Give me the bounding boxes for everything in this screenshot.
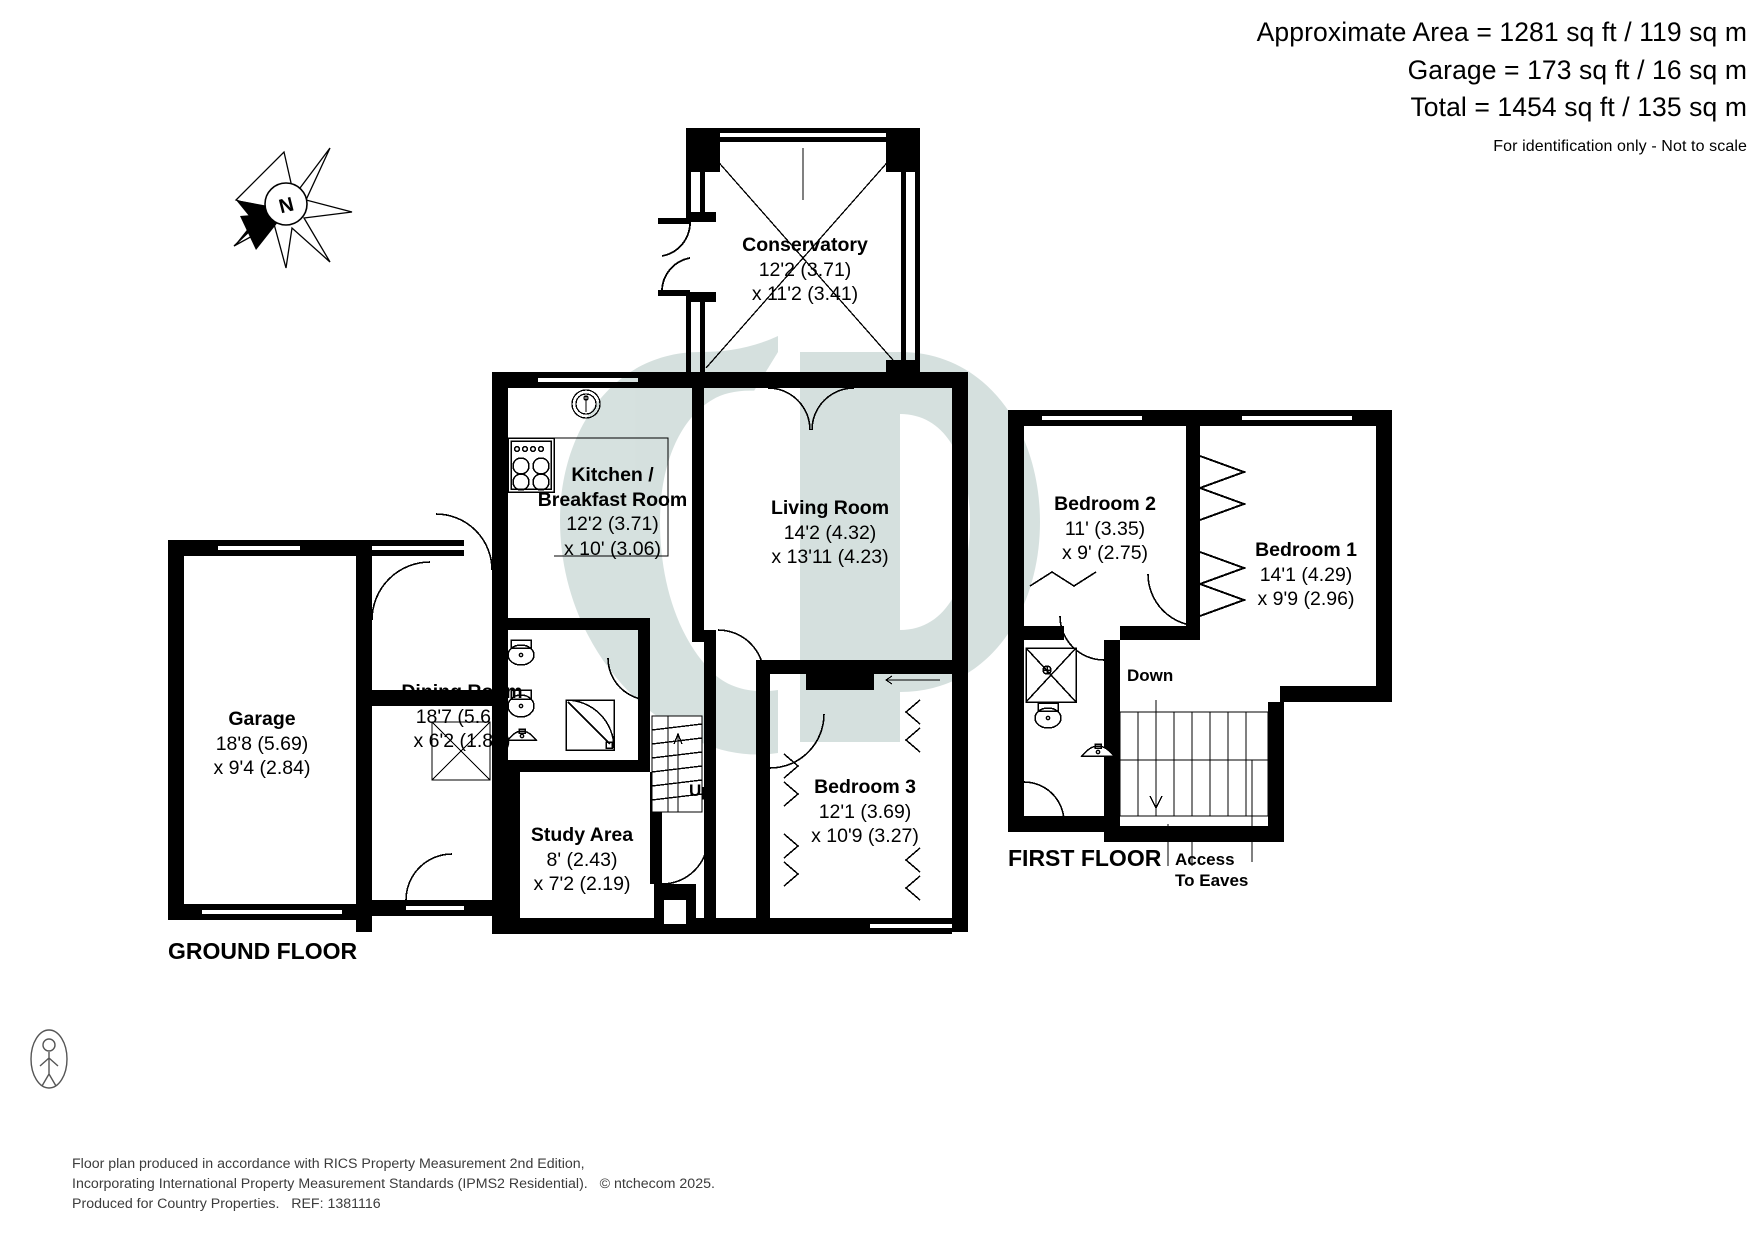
room-name: Study Area (530, 824, 634, 846)
room-label-study-area: Study Area 8' (2.43) x 7'2 (2.19) (458, 823, 706, 897)
footer-line-3: Produced for Country Properties. REF: 13… (72, 1196, 381, 1213)
room-dim-1: 18'8 (5.69) (215, 732, 309, 755)
room-name: Bedroom 3 (814, 776, 916, 798)
room-name: Garage (228, 708, 296, 730)
stairs-up-label: Up (689, 781, 712, 800)
room-dim-2: x 11'2 (3.41) (751, 283, 859, 306)
area-summary: Approximate Area = 1281 sq ft / 119 sq m… (1257, 14, 1747, 159)
room-dim-1: 12'2 (3.71) (758, 258, 852, 281)
total-area-text: Total = 1454 sq ft / 135 sq m (1410, 92, 1747, 123)
stairs-down-label: Down (1127, 666, 1174, 685)
first-floor-label: FIRST FLOOR (1008, 845, 1162, 871)
room-dim-2: x 9'4 (2.84) (213, 757, 311, 780)
disclaimer-text: For identification only - Not to scale (1493, 137, 1747, 155)
room-label-bedroom-3: Bedroom 3 12'1 (3.69) x 10'9 (3.27) (745, 775, 985, 849)
ground-floor-label: GROUND FLOOR (168, 938, 358, 964)
room-dim-1: 8' (2.43) (546, 848, 618, 871)
room-dim-2: x 13'11 (4.23) (771, 546, 889, 569)
room-label-garage: Garage 18'8 (5.69) x 9'4 (2.84) (152, 707, 372, 781)
room-dim-2: x 6'2 (1.87) (413, 730, 511, 753)
room-name: Kitchen / (571, 464, 654, 486)
garage-area-text: Garage = 173 sq ft / 16 sq m (1407, 54, 1747, 85)
accessibility-person-icon (30, 1029, 68, 1089)
access-to-eaves-line2: To Eaves (1175, 871, 1249, 891)
room-name: Conservatory (742, 234, 868, 256)
svg-text:N: N (277, 194, 296, 219)
room-dim-2: x 7'2 (2.19) (533, 873, 631, 896)
room-label-conservatory: Conservatory 12'2 (3.71) x 11'2 (3.41) (680, 233, 930, 307)
room-label-kitchen: Kitchen / Breakfast Room 12'2 (3.71) x 1… (490, 463, 735, 561)
room-label-living-room: Living Room 14'2 (4.32) x 13'11 (4.23) (705, 496, 955, 570)
room-dim-2: x 9'9 (2.96) (1257, 588, 1355, 611)
room-dim-1: 12'1 (3.69) (818, 800, 912, 823)
room-dim-2: x 10'9 (3.27) (811, 825, 919, 848)
room-name: Bedroom 1 (1255, 539, 1357, 561)
footer-credits: Floor plan produced in accordance with R… (72, 1154, 715, 1214)
room-label-bedroom-1: Bedroom 1 14'1 (4.29) x 9'9 (2.96) (1196, 538, 1416, 612)
room-dim-1: 12'2 (3.71) (566, 513, 659, 536)
approximate-area-text: Approximate Area = 1281 sq ft / 119 sq m (1256, 17, 1747, 47)
room-dim-1: 14'2 (4.32) (783, 521, 877, 544)
footer-line-1: Floor plan produced in accordance with R… (72, 1156, 585, 1172)
room-name: Living Room (770, 497, 890, 519)
access-to-eaves-line1: Access (1175, 850, 1235, 869)
room-dim-2: x 9' (2.75) (1061, 542, 1149, 565)
room-name: Dining Room (401, 681, 523, 703)
footer-line-2: Incorporating International Property Mea… (72, 1176, 715, 1193)
room-dim-1: 14'1 (4.29) (1259, 563, 1353, 586)
room-dim-1: 11' (3.35) (1064, 517, 1146, 540)
room-label-dining-room: Dining Room 18'7 (5.66) x 6'2 (1.87) (333, 680, 591, 754)
room-name-line2: Breakfast Room (537, 488, 688, 511)
room-dim-1: 18'7 (5.66) (415, 705, 509, 728)
access-to-eaves-label: Access To Eaves (1175, 849, 1248, 892)
room-dim-2: x 10' (3.06) (564, 537, 661, 560)
room-label-bedroom-2: Bedroom 2 11' (3.35) x 9' (2.75) (1000, 492, 1210, 566)
room-name: Bedroom 2 (1054, 493, 1156, 515)
